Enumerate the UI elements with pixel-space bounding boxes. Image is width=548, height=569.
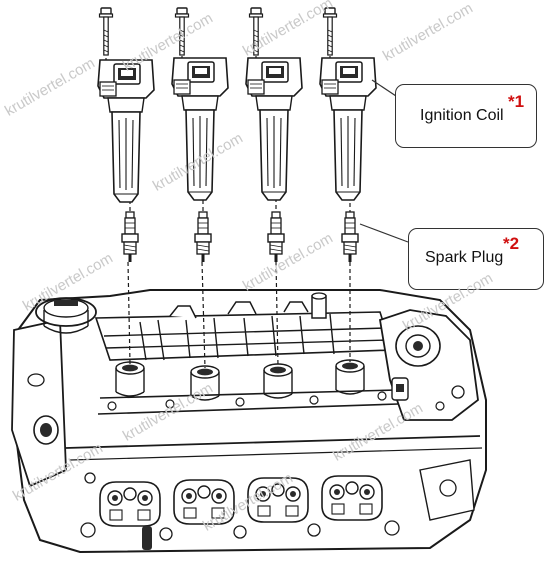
bolt-icon <box>98 7 338 56</box>
spark-plug-label: Spark Plug <box>425 249 504 266</box>
spark-plug-mark: *2 <box>503 234 520 253</box>
spark-plug-callout <box>408 228 544 290</box>
ignition-coil-label: Ignition Coil <box>420 107 504 124</box>
spark-plug-icon <box>121 211 359 263</box>
ignition-coil-callout <box>395 84 537 148</box>
cylinder-head-icon <box>11 289 487 554</box>
ignition-coil-icon <box>97 57 377 203</box>
leader-lines <box>359 79 409 243</box>
ignition-coil-mark: *1 <box>508 92 525 111</box>
